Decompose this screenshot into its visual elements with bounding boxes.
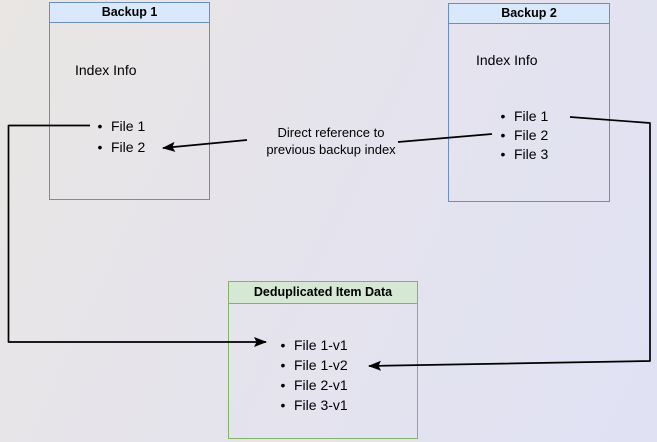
direct-reference-label-line1: Direct reference to xyxy=(277,125,385,140)
direct-reference-label: Direct reference to previous backup inde… xyxy=(255,124,407,158)
file-item-label: File 3-v1 xyxy=(294,397,348,413)
file-item-label: File 1 xyxy=(111,117,146,134)
backup2-box: Backup 2 xyxy=(448,3,610,202)
bullet-icon: • xyxy=(97,138,103,155)
list-item: • File 2 xyxy=(496,125,549,144)
bullet-icon: • xyxy=(500,107,506,124)
file-item-label: File 1-v2 xyxy=(294,357,348,373)
dedup-title: Deduplicated Item Data xyxy=(253,285,393,299)
list-item: • File 1 xyxy=(496,106,549,125)
backup1-header: Backup 1 xyxy=(50,3,209,23)
direct-reference-label-line2: previous backup index xyxy=(266,142,396,157)
list-item: • File 2 xyxy=(93,136,146,157)
backup1-title: Backup 1 xyxy=(101,5,158,19)
dedup-header: Deduplicated Item Data xyxy=(229,282,417,304)
list-item: • File 3-v1 xyxy=(276,395,348,415)
dedup-file-list: • File 1-v1 • File 1-v2 • File 2-v1 • Fi… xyxy=(276,335,348,415)
list-item: • File 1-v1 xyxy=(276,335,348,355)
bullet-icon: • xyxy=(280,377,286,393)
list-item: • File 1-v2 xyxy=(276,355,348,375)
bullet-icon: • xyxy=(500,145,506,162)
bullet-icon: • xyxy=(280,357,286,373)
bullet-icon: • xyxy=(280,397,286,413)
backup1-file-list: • File 1 • File 2 xyxy=(93,115,146,157)
list-item: • File 3 xyxy=(496,144,549,163)
file-item-label: File 3 xyxy=(514,145,549,162)
bullet-icon: • xyxy=(97,117,103,134)
bullet-icon: • xyxy=(500,126,506,143)
file-item-label: File 2-v1 xyxy=(294,377,348,393)
backup2-file-list: • File 1 • File 2 • File 3 xyxy=(496,106,549,163)
file-item-label: File 2 xyxy=(111,138,146,155)
backup1-index-info-label: Index Info xyxy=(75,62,137,78)
file-item-label: File 2 xyxy=(514,126,549,143)
list-item: • File 1 xyxy=(93,115,146,136)
backup2-header: Backup 2 xyxy=(449,4,609,24)
backup2-index-info-label: Index Info xyxy=(476,52,538,68)
bullet-icon: • xyxy=(280,337,286,353)
file-item-label: File 1-v1 xyxy=(294,337,348,353)
backup2-title: Backup 2 xyxy=(501,6,557,20)
backup1-box: Backup 1 xyxy=(49,2,210,200)
file-item-label: File 1 xyxy=(514,107,549,124)
list-item: • File 2-v1 xyxy=(276,375,348,395)
